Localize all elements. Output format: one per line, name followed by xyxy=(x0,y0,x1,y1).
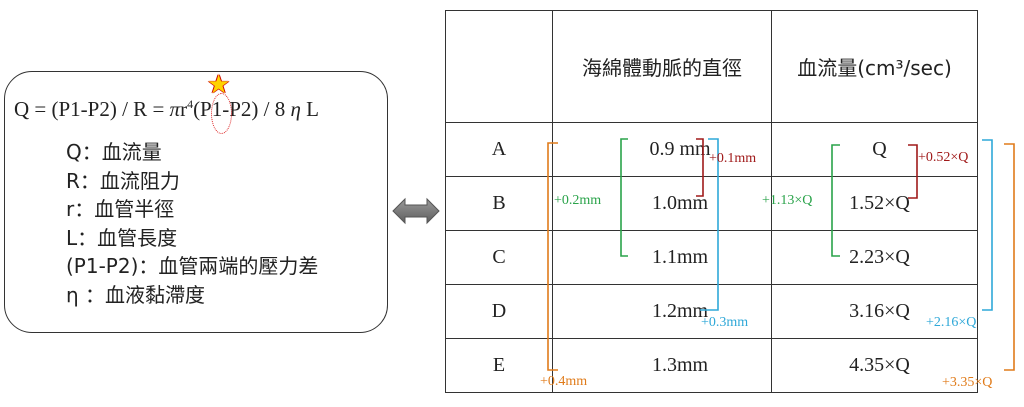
legend-r-resistance: R：血流阻力 xyxy=(66,168,180,193)
formula-pi: π xyxy=(169,97,181,121)
legend-r-radius: r：血管半徑 xyxy=(66,197,175,221)
legend-q: Q：血流量 xyxy=(66,140,162,164)
formula-box xyxy=(4,71,388,333)
diameter-cell: 1.2mm xyxy=(552,284,772,339)
diameter-value: 1.2mm xyxy=(651,300,709,322)
legend-pressure: (P1-P2)：血管兩端的壓力差 xyxy=(66,254,319,278)
diameter-cell: 1.0mm xyxy=(552,176,772,231)
annotation-diameter-plus-0-3: +0.3mm xyxy=(701,315,749,330)
table-row: D 1.2mm 3.16×Q xyxy=(445,284,978,339)
flow-value: 4.35×Q xyxy=(849,354,910,376)
formula-eta: η xyxy=(290,97,301,121)
diameter-value: 1.3mm xyxy=(651,354,709,376)
formula-rhs: (P1-P2) / 8 xyxy=(193,97,291,121)
diameter-value: 0.9 mm xyxy=(649,138,711,160)
annotation-flow-plus-2-16: +2.16×Q xyxy=(926,315,977,330)
bracket-a-c-flow xyxy=(831,144,840,257)
diameter-cell: 1.1mm xyxy=(552,230,772,285)
flow-cell: Q xyxy=(771,122,978,177)
formula-r: r xyxy=(180,97,188,121)
flow-value: 1.52×Q xyxy=(849,192,910,214)
star-icon: ★ xyxy=(207,70,231,100)
table-row: B 1.0mm 1.52×Q xyxy=(445,176,978,231)
formula-L: L xyxy=(300,97,319,121)
table-header-row: 海綿體動脈的直徑 血流量(cm³/sec) xyxy=(445,10,978,123)
highlight-ellipse xyxy=(211,93,232,134)
row-label: E xyxy=(445,338,553,393)
flow-value: 3.16×Q xyxy=(849,300,910,322)
bracket-a-c-diameter xyxy=(620,138,628,257)
flow-value: 2.23×Q xyxy=(849,246,910,268)
row-label: C xyxy=(445,230,553,285)
row-label: D xyxy=(445,284,553,339)
bracket-a-b-diameter xyxy=(696,138,704,197)
legend-l: L：血管長度 xyxy=(66,225,178,250)
comparison-table: 海綿體動脈的直徑 血流量(cm³/sec) A 0.9 mm Q B 1.0mm… xyxy=(445,10,978,393)
annotation-flow-plus-1-13: +1.13×Q xyxy=(762,193,813,208)
header-empty xyxy=(445,10,553,123)
table-row: A 0.9 mm Q xyxy=(445,122,978,177)
row-label: B xyxy=(445,176,553,231)
header-flow: 血流量(cm³/sec) xyxy=(771,10,978,123)
annotation-diameter-plus-0-1: +0.1mm xyxy=(709,151,757,166)
bracket-a-e-diameter xyxy=(547,142,558,371)
table-row: C 1.1mm 2.23×Q xyxy=(445,230,978,285)
bracket-a-d-diameter xyxy=(700,138,719,311)
flow-cell: 3.16×Q xyxy=(771,284,978,339)
annotation-flow-plus-0-52: +0.52×Q xyxy=(918,150,969,165)
formula-exponent: 4 xyxy=(187,97,194,111)
annotation-flow-plus-3-35: +3.35×Q xyxy=(942,375,993,390)
diameter-value: 1.0mm xyxy=(651,192,709,214)
bracket-a-d-flow xyxy=(982,139,993,311)
bracket-a-e-flow xyxy=(1004,143,1015,371)
double-arrow-icon xyxy=(392,197,440,225)
diameter-value: 1.1mm xyxy=(651,246,709,268)
legend-eta: η ：血液黏滯度 xyxy=(66,282,206,307)
table-row: E 1.3mm 4.35×Q xyxy=(445,338,978,393)
flow-cell: 4.35×Q xyxy=(771,338,978,393)
annotation-diameter-plus-0-4: +0.4mm xyxy=(540,374,588,389)
poiseuille-formula: Q = (P1-P2) / R = πr4(P1-P2) / 8 η L xyxy=(14,97,319,122)
flow-cell: 2.23×Q xyxy=(771,230,978,285)
flow-value: Q xyxy=(872,138,887,160)
bracket-a-b-flow xyxy=(908,144,918,199)
variable-legend: Q：血流量 R：血流阻力 r：血管半徑 L：血管長度 (P1-P2)：血管兩端的… xyxy=(66,138,318,309)
annotation-diameter-plus-0-2: +0.2mm xyxy=(554,193,602,208)
flow-cell: 1.52×Q xyxy=(771,176,978,231)
formula-lhs: Q = (P1-P2) / R = xyxy=(14,97,170,121)
